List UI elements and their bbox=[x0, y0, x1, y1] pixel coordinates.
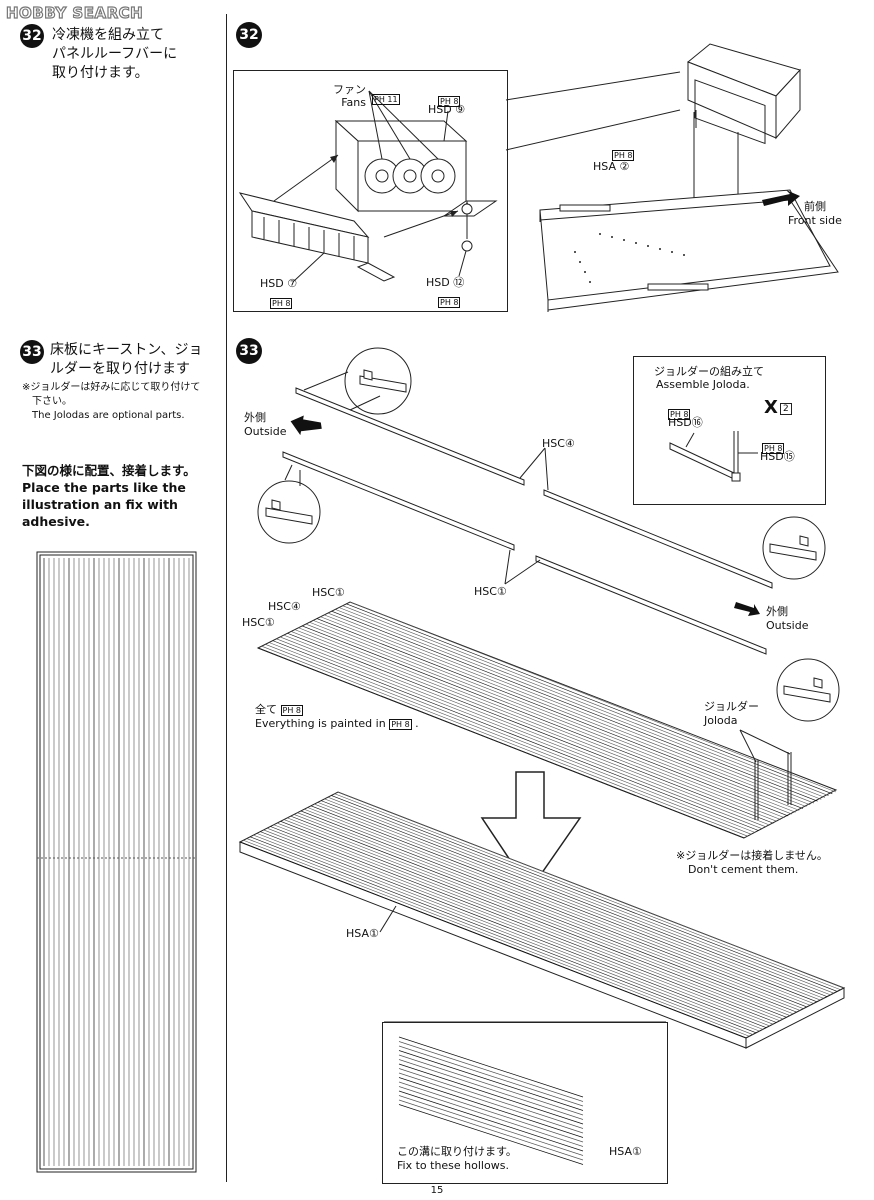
hsd9-paint-code: PH 8 bbox=[438, 96, 461, 107]
outside-left-jp: 外側 bbox=[244, 411, 266, 424]
outside-right-en: Outside bbox=[766, 619, 809, 632]
no-cement-jp: ※ジョルダーは接着しません。 bbox=[676, 849, 828, 862]
hsc1-label-c: HSC① bbox=[242, 616, 275, 629]
hsc1-label-a: HSC① bbox=[312, 586, 345, 599]
all-paint-en: Everything is painted in PH 8 . bbox=[255, 717, 419, 730]
front-side-en: Front side bbox=[788, 214, 842, 227]
step33-diagram-number: 33 bbox=[236, 338, 262, 364]
joloda-assembly-drawing bbox=[669, 431, 758, 482]
hollows-detail-drawing bbox=[398, 1036, 584, 1165]
hsd16-label: HSD⑯ bbox=[668, 416, 703, 429]
hsd9-label: HSD ⑨ bbox=[428, 103, 466, 116]
fan-unit-drawing bbox=[238, 90, 498, 282]
hsd7-label: HSD ⑦ bbox=[260, 277, 298, 290]
hsd15-paint-code: PH 8 bbox=[762, 443, 785, 454]
all-paint-jp: 全て PH 8 bbox=[255, 703, 303, 716]
page-number: 15 bbox=[430, 1185, 444, 1196]
hsa1-label: HSA① bbox=[346, 927, 379, 940]
step32-diagram-number: 32 bbox=[236, 22, 262, 48]
fan-paint-code: PH 11 bbox=[372, 94, 400, 105]
hollow-part-label: HSA① bbox=[609, 1145, 642, 1158]
hsc4-label-top: HSC④ bbox=[542, 437, 575, 450]
fan-label-jp: ファン bbox=[333, 83, 366, 96]
hsc4-label-b: HSC④ bbox=[268, 600, 301, 613]
step32-fan-inset: ファン Fans PH 11 PH 8 HSD ⑨ HSD ⑦ PH 8 HSD… bbox=[233, 70, 508, 312]
hsa2-paint-code: PH 8 bbox=[612, 150, 635, 161]
quantity-number: 2 bbox=[780, 403, 792, 415]
step33-heading: 床板にキーストン、ジョ ルダーを取り付けます bbox=[50, 342, 203, 377]
hsd15-label: HSD⑮ bbox=[760, 450, 795, 463]
hsd16-paint-code: PH 8 bbox=[668, 409, 691, 420]
hollow-jp: この溝に取り付けます。 bbox=[397, 1145, 517, 1158]
no-cement-en: Don't cement them. bbox=[688, 863, 799, 876]
step32-instructions: 冷凍機を組み立て パネルルーフバーに 取り付けます。 bbox=[52, 27, 178, 81]
hsc1-label-top: HSC① bbox=[474, 585, 507, 598]
watermark-logo: HOBBY SEARCH bbox=[5, 3, 144, 22]
placement-instructions: 下図の様に配置、接着します。 Place the parts like the … bbox=[22, 463, 196, 529]
step32-number: 32 bbox=[20, 24, 44, 48]
assemble-jp: ジョルダーの組み立て bbox=[654, 365, 764, 378]
step32-roof-drawing bbox=[505, 43, 839, 312]
assemble-en: Assemble Joloda. bbox=[656, 378, 750, 391]
front-side-jp: 前側 bbox=[804, 200, 826, 213]
outside-left-en: Outside bbox=[244, 425, 287, 438]
fan-label-en: Fans bbox=[341, 96, 366, 109]
hsa2-label: HSA ② bbox=[593, 160, 630, 173]
joloda-label-jp: ジョルダー bbox=[704, 700, 759, 713]
hollows-detail-inset: この溝に取り付けます。 Fix to these hollows. HSA① bbox=[382, 1022, 668, 1184]
step33-number: 33 bbox=[20, 340, 44, 364]
hollow-en: Fix to these hollows. bbox=[397, 1159, 509, 1172]
column-divider bbox=[226, 14, 227, 1182]
hsd7-paint-code: PH 8 bbox=[270, 298, 293, 309]
joloda-label-en: Joloda bbox=[704, 714, 738, 727]
hsd12-label: HSD ⑫ bbox=[426, 276, 465, 289]
outside-right-jp: 外側 bbox=[766, 605, 788, 618]
hsd12-paint-code: PH 8 bbox=[438, 297, 461, 308]
assemble-joloda-box: ジョルダーの組み立て Assemble Joloda. PH 8 HSD⑯ X … bbox=[633, 356, 826, 505]
quantity-mark: X bbox=[764, 397, 778, 418]
joloda-optional-note: ※ジョルダーは好みに応じて取り付けて 下さい。 The Jolodas are … bbox=[22, 382, 201, 421]
